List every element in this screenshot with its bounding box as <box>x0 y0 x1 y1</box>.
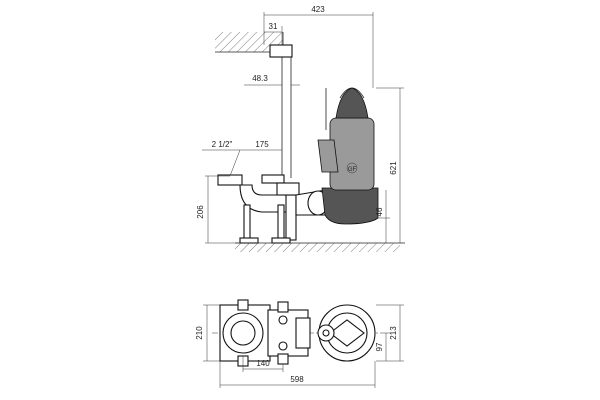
guide-lug-top <box>277 301 289 313</box>
coupling-claw <box>276 182 300 196</box>
pump-side: GF <box>295 87 379 225</box>
bolt-bottom <box>278 341 288 351</box>
dim-pipe-offset: 31 <box>269 22 278 31</box>
bolt-top <box>278 315 288 325</box>
dim-pipe-diameter: 48.3 <box>252 74 268 83</box>
pump-motor <box>329 117 375 191</box>
coupling-top <box>261 174 285 184</box>
dim-base-height: 206 <box>196 205 205 219</box>
dim-bolt-spacing: 140 <box>256 359 270 368</box>
dim-right-width: 213 <box>389 326 398 340</box>
foot-right <box>271 237 291 244</box>
dim-thread: 2 1/2" <box>212 140 233 149</box>
guide-lug-bottom <box>277 353 289 365</box>
bend-leg-right <box>277 204 285 241</box>
bend-outlet-flange <box>285 194 297 241</box>
wall-hatch <box>215 32 283 52</box>
duck-foot-bend <box>217 174 300 244</box>
pump-volute <box>321 187 379 225</box>
bend-leg-left <box>243 204 251 241</box>
thread-leader <box>229 149 241 177</box>
dim-left-width: 210 <box>195 326 204 340</box>
pump-handle-cover <box>335 87 369 119</box>
pump-lift-handle <box>339 87 365 99</box>
dim-inlet-height: 46 <box>375 207 384 216</box>
pump-logo: GF <box>348 167 357 173</box>
pump-handle-top <box>329 319 365 347</box>
dim-total-height: 621 <box>389 161 398 175</box>
bend-flange-inner <box>230 320 256 346</box>
dim-overall-width: 423 <box>311 5 325 14</box>
pump-bracket <box>317 139 339 173</box>
pump-logo-mark <box>346 162 358 174</box>
dim-total-length: 598 <box>290 375 304 384</box>
floor-hatch <box>235 243 400 252</box>
pump-cable-entry <box>322 329 330 337</box>
bend-top-flange <box>217 174 243 186</box>
side-view: 423 31 48.3 2 1/2" 175 <box>196 5 405 252</box>
dim-pump-half: 97 <box>375 342 384 351</box>
dim-coupling-to-pipe: 175 <box>255 140 269 149</box>
guide-bracket <box>269 44 293 58</box>
bend-lug-top <box>237 299 249 311</box>
coupling-flange <box>295 317 311 349</box>
top-view: 210 213 97 140 598 <box>195 299 404 388</box>
foot-left <box>239 237 259 244</box>
